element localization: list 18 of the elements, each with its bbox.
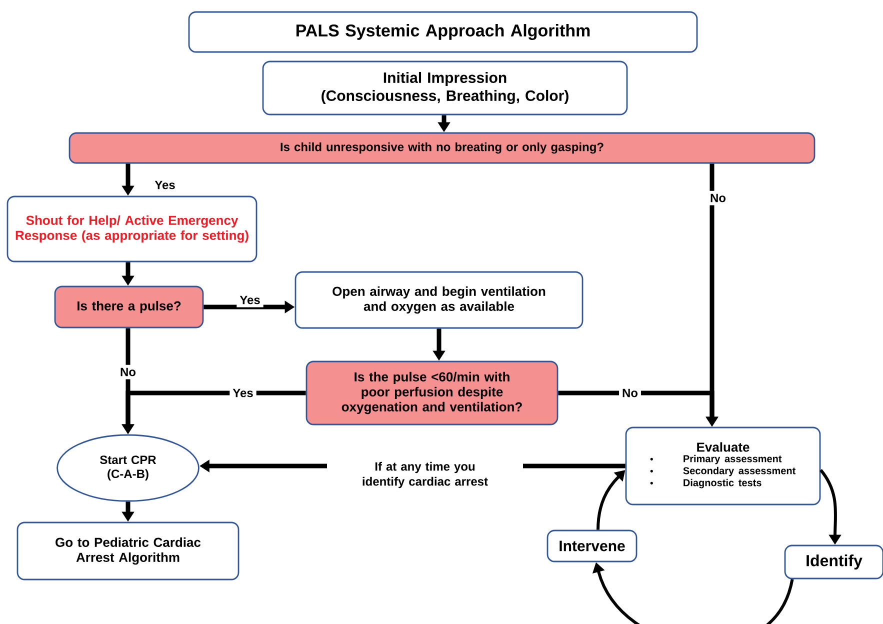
edge-label: No	[619, 386, 641, 400]
decision-box: Is the pulse <60/min with poor perfusion despite oxygenation and ventilation?	[306, 360, 558, 426]
decision-box: Is child unresponsive with no breating or only gasping?	[68, 132, 816, 164]
edge-label: Yes	[152, 178, 178, 192]
edge-label: No	[117, 364, 139, 380]
edge-label: Yes	[230, 386, 256, 400]
title-box: PALS Systemic Approach Algorithm	[188, 11, 698, 53]
edge-label: Yes	[236, 292, 264, 308]
process-box: Intervene	[546, 530, 638, 562]
process-box: Open airway and begin ventilation and oxygen as available	[294, 271, 584, 329]
process-box: Shout for Help/ Active Emergency Response (as appropriate for setting)	[6, 196, 258, 262]
process-box: Initial Impression (Consciousness, Breathing, Color)	[262, 60, 628, 116]
edge-label: No	[707, 190, 729, 206]
process-box: Evaluate Primary assessment Secondary assessment Diagnostic tests	[625, 426, 821, 506]
decision-box: Is there a pulse?	[54, 286, 204, 328]
edge-label: If at any time you identify cardiac arrest	[327, 458, 523, 492]
process-box: Identify	[784, 544, 883, 580]
process-box: Go to Pediatric Cardiac Arrest Algorithm	[16, 522, 240, 580]
